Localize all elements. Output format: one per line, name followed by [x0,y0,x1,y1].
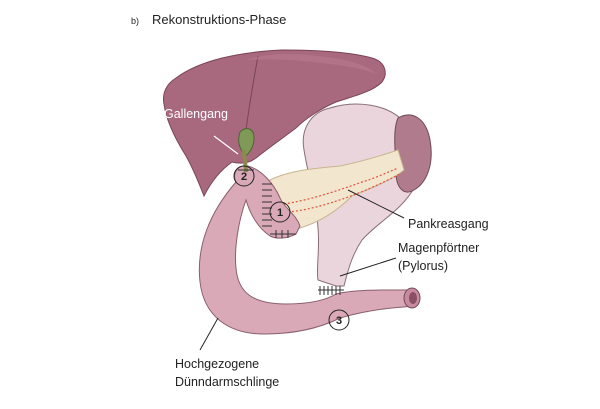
pancreatic-duct [283,167,399,205]
leader-duenndarm [199,317,219,351]
label-duenndarmschlinge: Dünndarmschlinge [175,375,279,389]
anastomosis-label-3: 3 [336,315,342,327]
liver-shading [246,54,376,74]
leader-magenpfoertner [339,257,397,277]
liver-fissure [245,55,259,131]
gallbladder [238,128,255,157]
anastomosis-label-2: 2 [241,171,247,183]
panel-letter: b) [131,16,139,26]
anastomosis-marker-1: 1 [269,201,291,223]
liver [163,49,386,198]
leader-gallengang [213,135,239,155]
leader-pankreasgang [347,189,405,219]
pancreas-stitches [262,183,296,238]
label-pankreasgang: Pankreasgang [408,217,489,231]
label-gallengang: Gallengang [164,107,228,121]
intestine-lumen [409,292,417,304]
anastomosis-marker-3: 3 [328,309,350,331]
intestine-loop [198,165,415,335]
anastomosis-marker-2: 2 [233,165,255,187]
pancreatic-duct-lower [287,173,401,213]
bile-duct [242,149,248,173]
label-hochgezogene: Hochgezogene [175,357,259,371]
label-magenpfoertner: Magenpförtner [398,241,479,255]
anastomosis-label-1: 1 [277,207,283,219]
label-pylorus: (Pylorus) [398,259,448,273]
pylorus-stitches [319,286,341,295]
panel-title: Rekonstruktions-Phase [152,12,286,27]
spleen [394,114,432,193]
